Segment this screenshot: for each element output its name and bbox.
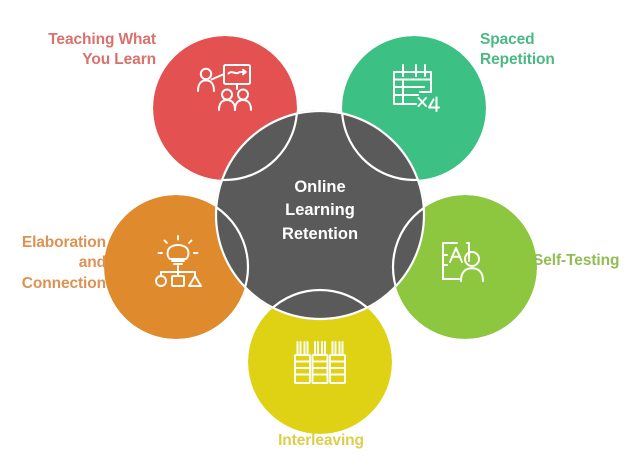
petal-label-teaching: Teaching What You Learn xyxy=(48,31,156,69)
petal-label-elaboration-and-connection: Elaboration and Connection xyxy=(21,234,106,292)
petal-label-interleaving: Interleaving xyxy=(278,432,364,449)
petal-circle-elaboration xyxy=(104,195,248,339)
center-hub-circle xyxy=(215,110,425,320)
petal-label-spaced-repetition: Spaced Repetition xyxy=(480,31,555,69)
petal-circle-selftesting xyxy=(393,195,537,339)
hub-overlap-arcs xyxy=(215,110,425,320)
lightbulb-hierarchy-icon xyxy=(155,235,202,287)
teacher-whiteboard-icon xyxy=(197,64,252,111)
petal-label-self-testing: Self-Testing xyxy=(533,252,620,269)
center-hub-rim xyxy=(214,109,426,321)
calendar-repeat-x4-icon xyxy=(393,64,440,112)
flashcard-person-icon xyxy=(442,242,484,282)
interleaved-stacks-icon xyxy=(294,341,346,384)
